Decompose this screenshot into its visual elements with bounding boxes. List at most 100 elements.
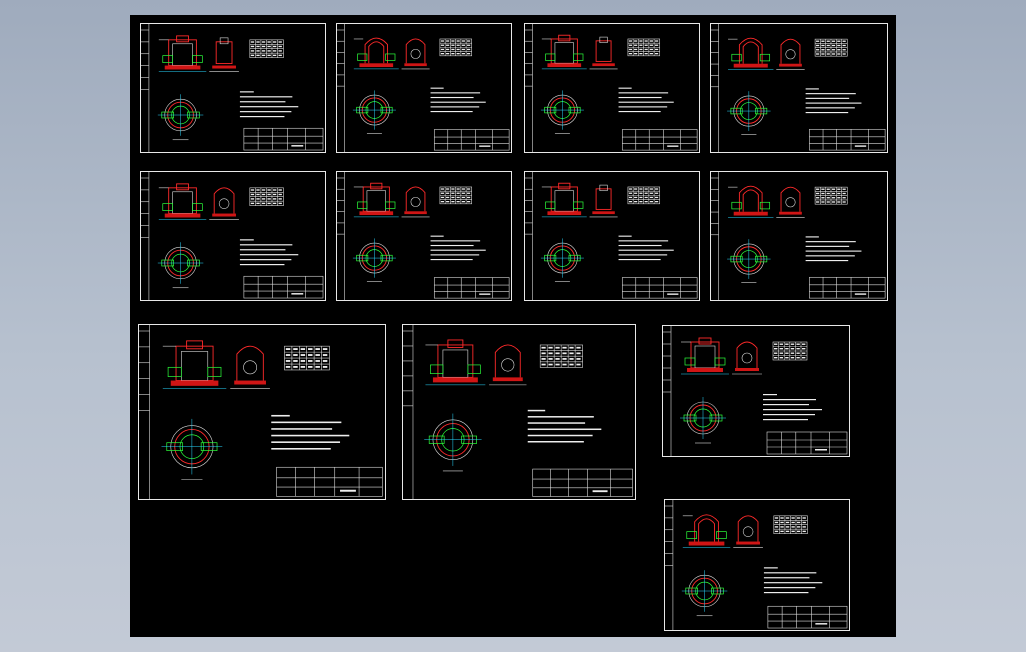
notes-block [805,88,862,114]
title-text [340,489,356,492]
table-cell-text [467,40,471,42]
table-cell-text [256,41,260,43]
drawing-sheet[interactable] [336,171,512,301]
drawing-sheet[interactable] [524,171,700,301]
material-table [539,344,583,368]
drawing-sheet[interactable] [710,23,888,153]
title-text [854,293,867,295]
base-slab [359,211,394,216]
chamber-outline [736,341,758,368]
cad-model-space[interactable] [130,15,896,637]
drawing-sheet[interactable] [524,23,700,153]
table-cell-text [774,357,778,359]
note-text [618,259,661,261]
drawing-sheet[interactable] [662,325,850,457]
table-cell-text [639,48,643,51]
title-frame [621,129,698,151]
table-cell-text [548,358,553,360]
table-cell-text [842,192,846,195]
drawing-sheet[interactable] [140,23,326,153]
table-cell-text [796,530,801,533]
table-cell-text [655,196,659,199]
drawing-sheet[interactable] [140,171,326,301]
table-cell-text [837,201,841,203]
table-cell-text [267,189,271,191]
base-slab [492,377,523,382]
table-cell-text [831,197,836,199]
table-cell-text [796,521,801,524]
title-block [532,468,633,497]
table-cell-text [272,45,277,48]
section-view [425,339,486,386]
table-cell-text [628,196,633,199]
table-cell-text [816,44,820,47]
table-cell-text [300,366,306,368]
title-block [433,277,510,299]
table-cell-text [440,40,445,42]
table-cell-text [440,44,445,46]
table-cell-text [644,40,648,42]
table-cell-text [842,53,846,55]
title-block [766,431,848,455]
sheet-drawing [403,325,633,499]
note-text [527,422,586,424]
table-cell-text [639,40,643,42]
chamber-outline [213,187,235,214]
note-text [430,240,481,242]
table-cell-text [261,189,266,191]
title-text [479,145,491,147]
section-view [158,183,207,220]
title-frame [243,275,324,299]
material-table [773,515,808,534]
table-cell-text [278,202,282,205]
table-cell-text [569,352,574,355]
table-cell-text [842,201,846,203]
drawing-sheet[interactable] [710,171,888,301]
title-block [621,129,698,151]
chamber-inner [694,345,716,369]
table-cell-text [774,343,778,345]
table-cell-text [456,44,460,46]
note-text [430,259,473,261]
pipe-opening [243,360,258,375]
note-text [239,239,254,241]
table-cell-text [555,352,560,355]
note-text [430,101,486,103]
table-cell-text [293,366,298,368]
table-cell-text [272,41,277,43]
shaft [176,35,189,43]
table-cell-text [649,44,653,46]
title-text [291,293,304,295]
pipe-in [357,201,368,209]
drawing-sheet[interactable] [402,324,636,500]
table-cell-text [451,53,455,55]
table-cell-text [576,346,581,349]
table-cell-text [831,188,836,190]
note-text [618,111,661,113]
title-text [592,490,608,493]
table-cell-text [779,343,783,345]
table-cell-text [267,50,271,52]
note-text [239,254,299,256]
table-cell-text [821,188,825,190]
table-cell-text [256,50,260,52]
note-text [618,96,662,99]
pipe-opening [785,197,796,208]
table-cell-text [256,193,260,196]
table-cell-text [250,202,255,205]
pipe-opening [410,48,421,59]
table-cell-text [634,188,638,190]
table-cell-text [791,521,795,524]
drawing-sheet[interactable] [138,324,386,500]
title-frame [243,127,324,151]
drawing-sheet[interactable] [664,499,850,631]
material-table [249,39,284,58]
table-cell-text [446,44,450,46]
note-text [763,582,823,584]
note-text [271,441,341,443]
table-cell-text [774,530,779,533]
table-cell-text [826,197,830,199]
drawing-sheet[interactable] [336,23,512,153]
table-cell-text [826,188,830,190]
table-cell-text [628,53,633,55]
